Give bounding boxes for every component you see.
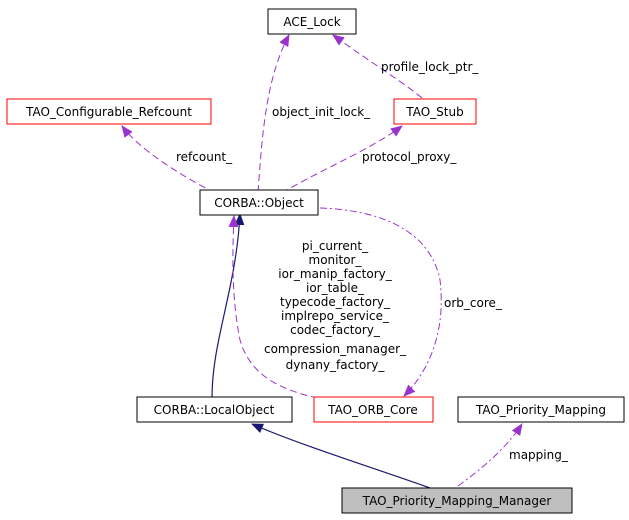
node-corba-localobject[interactable]: CORBA::LocalObject <box>136 396 293 423</box>
label-ior-table: ior_table_ <box>306 281 365 295</box>
label-ior-manip-factory: ior_manip_factory_ <box>278 267 392 281</box>
label-monitor: monitor_ <box>309 253 363 267</box>
edge-object-init-lock <box>257 34 290 193</box>
edge-orb-core-members <box>228 215 319 399</box>
nodes: ACE_Lock TAO_Configurable_Refcount TAO_S… <box>6 8 625 514</box>
node-corba-object-label: CORBA::Object <box>214 196 304 210</box>
edge-protocol-proxy <box>281 125 403 194</box>
edge-refcount <box>121 125 216 194</box>
node-corba-object[interactable]: CORBA::Object <box>199 189 319 216</box>
node-tao-priority-mapping-manager-label: TAO_Priority_Mapping_Manager <box>362 494 552 508</box>
edge-localobject-inherits-object <box>211 213 245 399</box>
label-profile-lock-ptr: profile_lock_ptr_ <box>381 60 479 74</box>
label-compression-manager: compression_manager_ <box>264 342 407 356</box>
label-codec-factory: codec_factory_ <box>290 323 381 337</box>
node-tao-priority-mapping[interactable]: TAO_Priority_Mapping <box>457 396 625 423</box>
node-tao-configurable-refcount-label: TAO_Configurable_Refcount <box>25 105 192 119</box>
label-orb-core: orb_core_ <box>444 296 503 310</box>
label-typecode-factory: typecode_factory_ <box>280 295 391 309</box>
edge-mapping <box>457 423 523 487</box>
orb-core-member-labels: pi_current_ monitor_ ior_manip_factory_ … <box>264 239 407 372</box>
label-object-init-lock: object_init_lock_ <box>272 105 371 119</box>
edge-manager-inherits-localobject <box>251 423 431 489</box>
node-corba-localobject-label: CORBA::LocalObject <box>154 403 275 417</box>
label-implrepo-service: implrepo_service_ <box>281 309 390 323</box>
node-tao-stub[interactable]: TAO_Stub <box>393 98 477 125</box>
label-protocol-proxy: protocol_proxy_ <box>362 150 457 164</box>
label-mapping: mapping_ <box>509 448 569 462</box>
node-tao-configurable-refcount[interactable]: TAO_Configurable_Refcount <box>6 98 212 125</box>
node-tao-priority-mapping-label: TAO_Priority_Mapping <box>475 403 606 417</box>
node-tao-orb-core[interactable]: TAO_ORB_Core <box>313 396 434 423</box>
edge-profile-lock-ptr <box>332 34 423 99</box>
node-ace-lock[interactable]: ACE_Lock <box>267 8 357 35</box>
node-tao-priority-mapping-manager[interactable]: TAO_Priority_Mapping_Manager <box>341 487 573 514</box>
edges <box>121 34 523 489</box>
edge-labels: object_init_lock_ profile_lock_ptr_ refc… <box>176 60 569 462</box>
label-dynany-factory: dynany_factory_ <box>286 358 386 372</box>
node-tao-stub-label: TAO_Stub <box>405 105 463 119</box>
edge-orb-core <box>319 207 442 397</box>
label-refcount: refcount_ <box>176 150 233 164</box>
node-tao-orb-core-label: TAO_ORB_Core <box>327 403 418 417</box>
node-ace-lock-label: ACE_Lock <box>283 15 340 29</box>
label-pi-current: pi_current_ <box>302 239 369 253</box>
